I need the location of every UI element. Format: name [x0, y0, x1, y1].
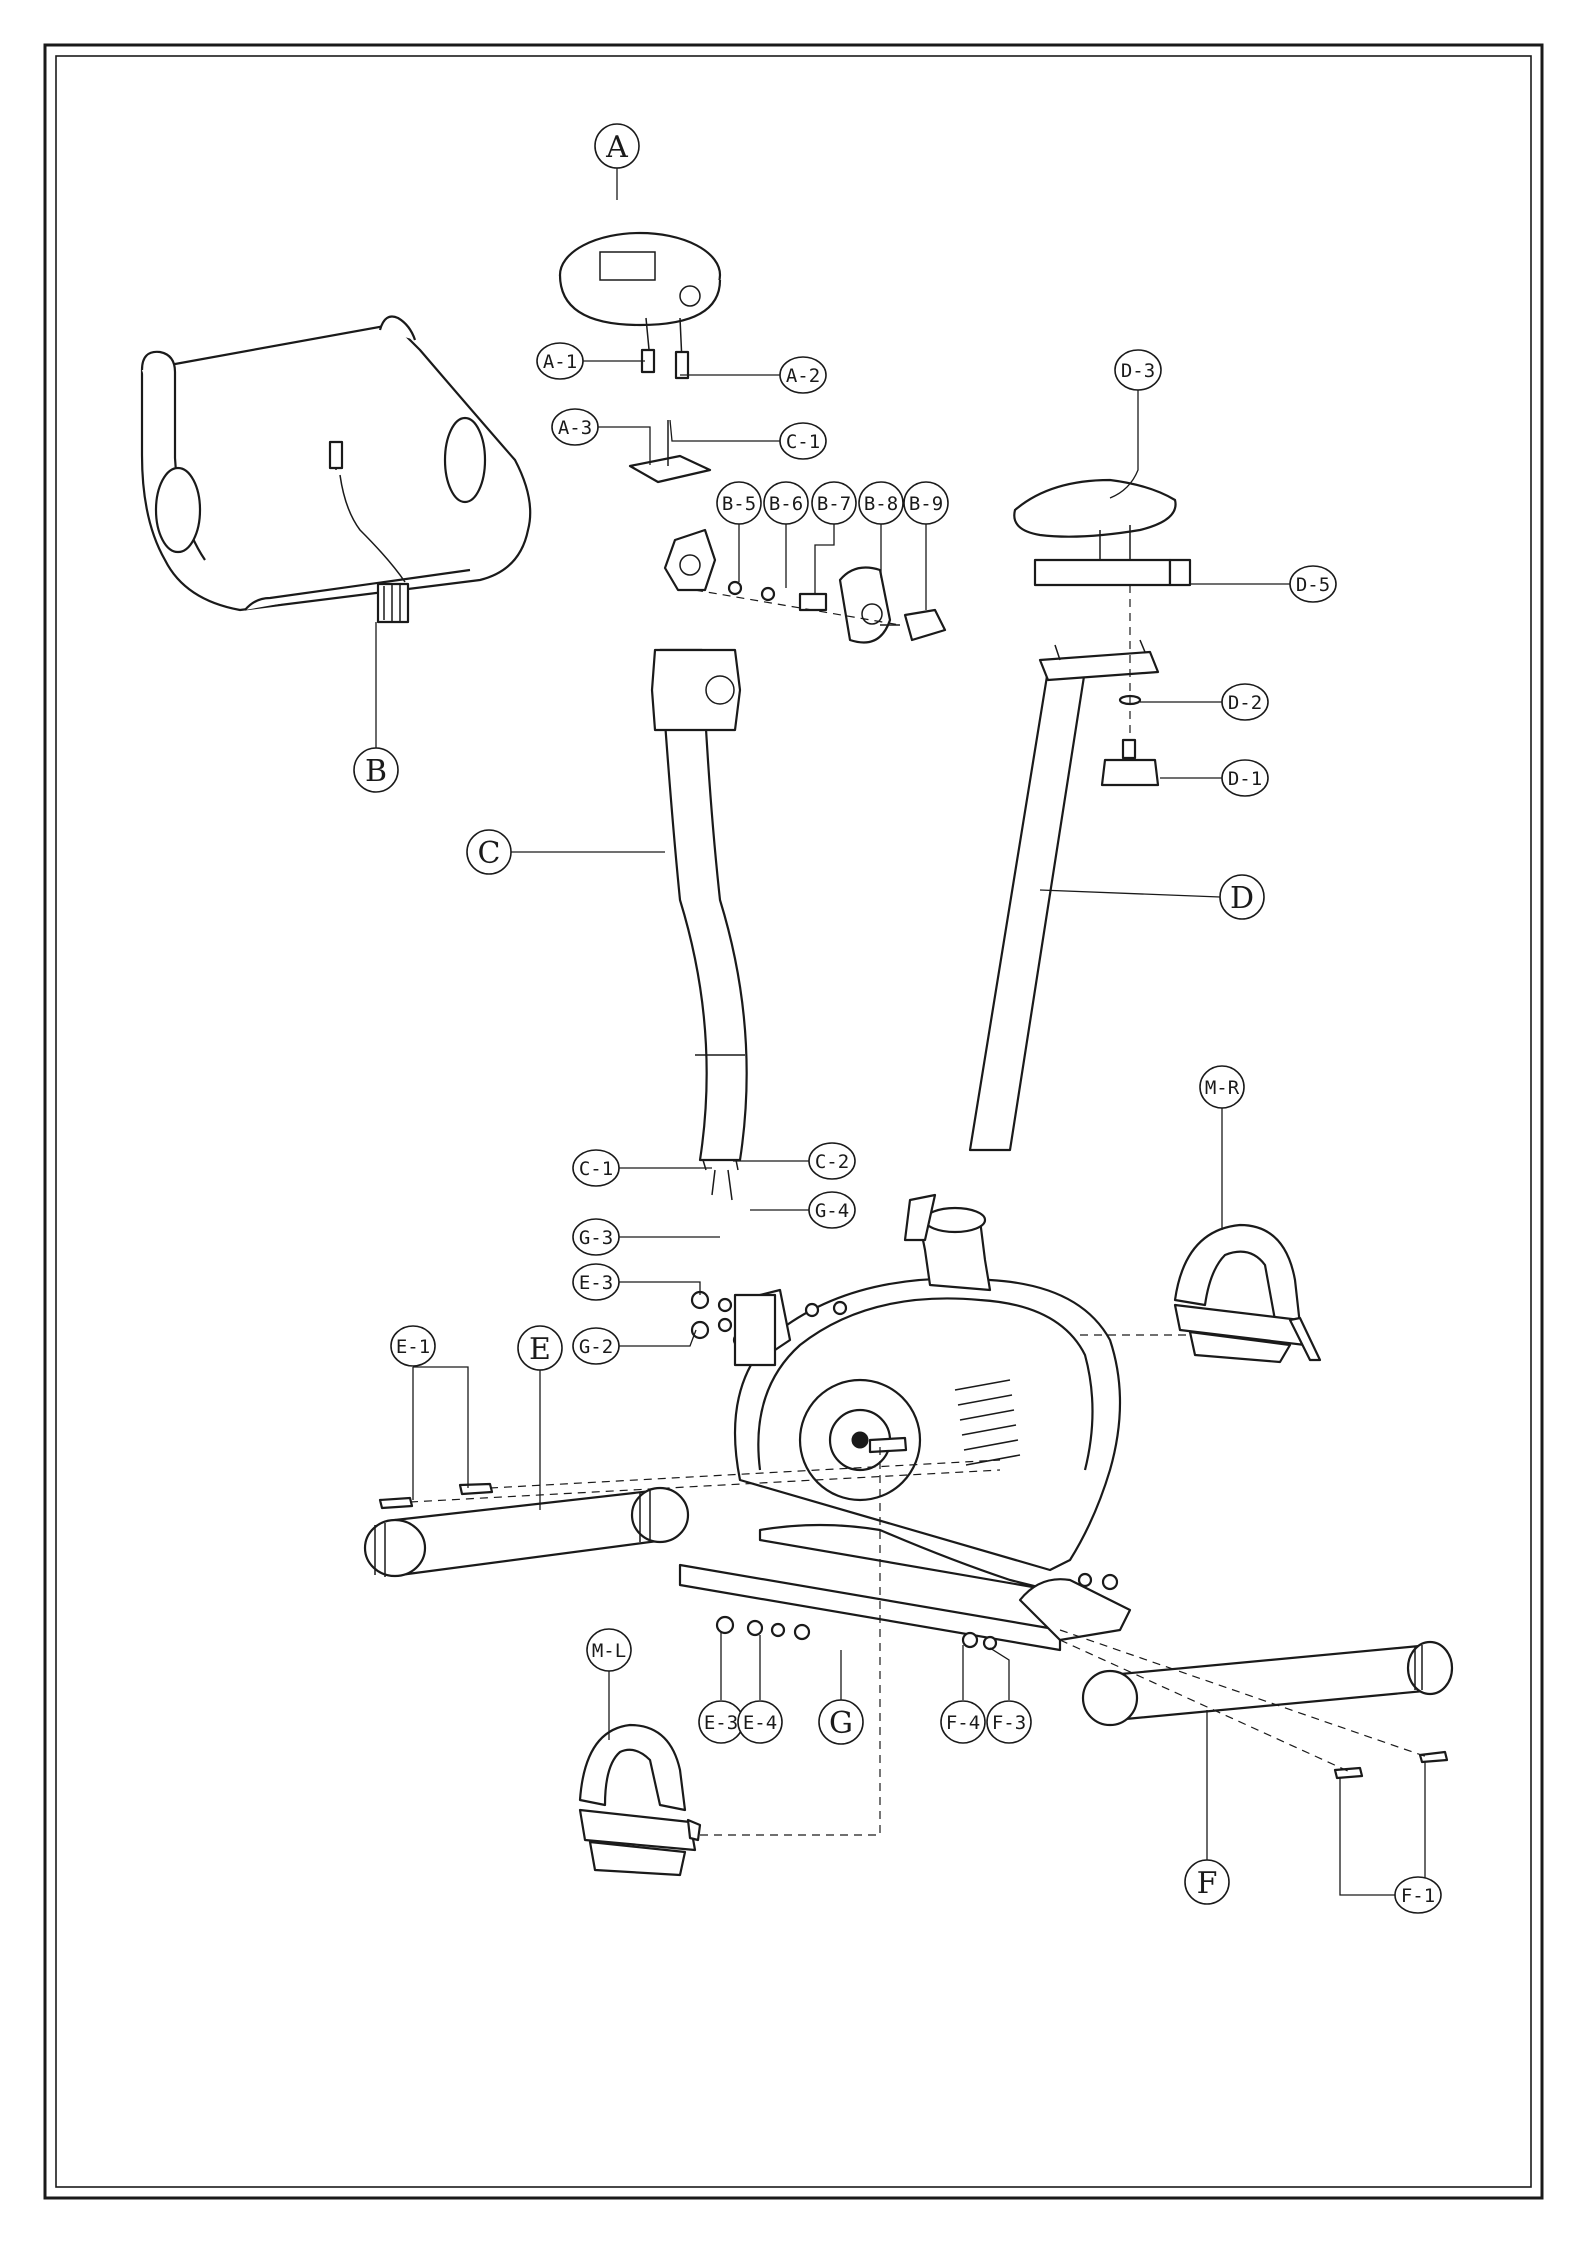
- callout-A-2: A-2: [780, 357, 826, 393]
- console-bracket-part: [630, 420, 710, 482]
- callout-E: E: [518, 1326, 562, 1370]
- callout-A: A: [595, 124, 639, 168]
- svg-text:D-3: D-3: [1121, 360, 1155, 382]
- callout-C-1-bottom: C-1: [573, 1150, 619, 1186]
- callout-B-6: B-6: [764, 482, 808, 524]
- svg-text:C-1: C-1: [579, 1158, 613, 1180]
- svg-text:A-3: A-3: [558, 417, 592, 439]
- saddle-part: [1014, 480, 1190, 585]
- svg-text:E-4: E-4: [743, 1712, 777, 1734]
- svg-text:A-1: A-1: [543, 351, 577, 373]
- callout-C-2: C-2: [809, 1143, 855, 1179]
- svg-text:A: A: [605, 130, 628, 165]
- svg-text:C: C: [478, 836, 501, 871]
- handlebar-part: [142, 317, 530, 623]
- svg-text:D-2: D-2: [1228, 692, 1262, 714]
- callout-F-1: F-1: [1395, 1877, 1441, 1913]
- svg-text:E: E: [529, 1332, 551, 1367]
- callout-A-1: A-1: [537, 343, 583, 379]
- console-part: [560, 233, 720, 378]
- svg-text:G-3: G-3: [579, 1227, 613, 1249]
- svg-text:G-4: G-4: [815, 1200, 849, 1222]
- callout-F-3: F-3: [987, 1701, 1031, 1743]
- svg-text:M-R: M-R: [1205, 1077, 1240, 1099]
- callout-G-3: G-3: [573, 1219, 619, 1255]
- callout-E-3-lower: E-3: [699, 1701, 743, 1743]
- svg-text:C-2: C-2: [815, 1151, 849, 1173]
- rear-stabilizer-part: [1083, 1642, 1452, 1778]
- right-pedal-part: [1175, 1225, 1320, 1362]
- callout-M-L: M-L: [587, 1629, 631, 1671]
- svg-text:B-5: B-5: [722, 493, 756, 515]
- svg-text:F-1: F-1: [1401, 1885, 1435, 1907]
- callout-G-4: G-4: [809, 1192, 855, 1228]
- svg-text:E-1: E-1: [396, 1336, 430, 1358]
- svg-text:F-4: F-4: [946, 1712, 980, 1734]
- svg-text:D-5: D-5: [1296, 574, 1330, 596]
- callout-B-8: B-8: [859, 482, 903, 524]
- callout-G: G: [819, 1700, 863, 1744]
- svg-text:M-L: M-L: [592, 1640, 626, 1662]
- callout-D-1: D-1: [1222, 760, 1268, 796]
- leader-lines: [376, 168, 1425, 1895]
- callout-A-3: A-3: [552, 409, 598, 445]
- svg-text:G: G: [829, 1706, 853, 1741]
- svg-text:C-1: C-1: [786, 431, 820, 453]
- callout-B-5: B-5: [717, 482, 761, 524]
- callout-E-4: E-4: [738, 1701, 782, 1743]
- callout-D-3: D-3: [1115, 350, 1161, 390]
- callout-C-1-top: C-1: [780, 423, 826, 459]
- svg-text:B-9: B-9: [909, 493, 943, 515]
- svg-text:F-3: F-3: [992, 1712, 1026, 1734]
- svg-text:D-1: D-1: [1228, 768, 1262, 790]
- svg-text:G-2: G-2: [579, 1336, 613, 1358]
- callout-E-1-left: E-1: [391, 1326, 435, 1366]
- callout-B: B: [354, 748, 398, 792]
- svg-text:E-3: E-3: [704, 1712, 738, 1734]
- callout-F-4: F-4: [941, 1701, 985, 1743]
- main-frame-part: [680, 1195, 1130, 1650]
- svg-text:B: B: [365, 754, 387, 789]
- callout-B-7: B-7: [812, 482, 856, 524]
- svg-text:D: D: [1230, 881, 1254, 916]
- left-pedal-part: [580, 1725, 700, 1875]
- svg-text:B-7: B-7: [817, 493, 851, 515]
- svg-text:B-8: B-8: [864, 493, 898, 515]
- callout-C: C: [467, 830, 511, 874]
- seat-knob-part: [1102, 696, 1158, 785]
- callout-D-5: D-5: [1290, 566, 1336, 602]
- callout-D: D: [1220, 875, 1264, 919]
- svg-text:A-2: A-2: [786, 365, 820, 387]
- callout-E-3-upper: E-3: [573, 1264, 619, 1300]
- svg-text:F: F: [1197, 1866, 1218, 1901]
- callout-G-2: G-2: [573, 1328, 619, 1364]
- callout-F: F: [1185, 1860, 1229, 1904]
- svg-text:B-6: B-6: [769, 493, 803, 515]
- callout-D-2: D-2: [1222, 684, 1268, 720]
- callout-M-R: M-R: [1200, 1066, 1244, 1108]
- callout-B-9: B-9: [904, 482, 948, 524]
- stem-clamp-part: [665, 530, 945, 643]
- front-post-part: [652, 650, 747, 1200]
- svg-text:E-3: E-3: [579, 1272, 613, 1294]
